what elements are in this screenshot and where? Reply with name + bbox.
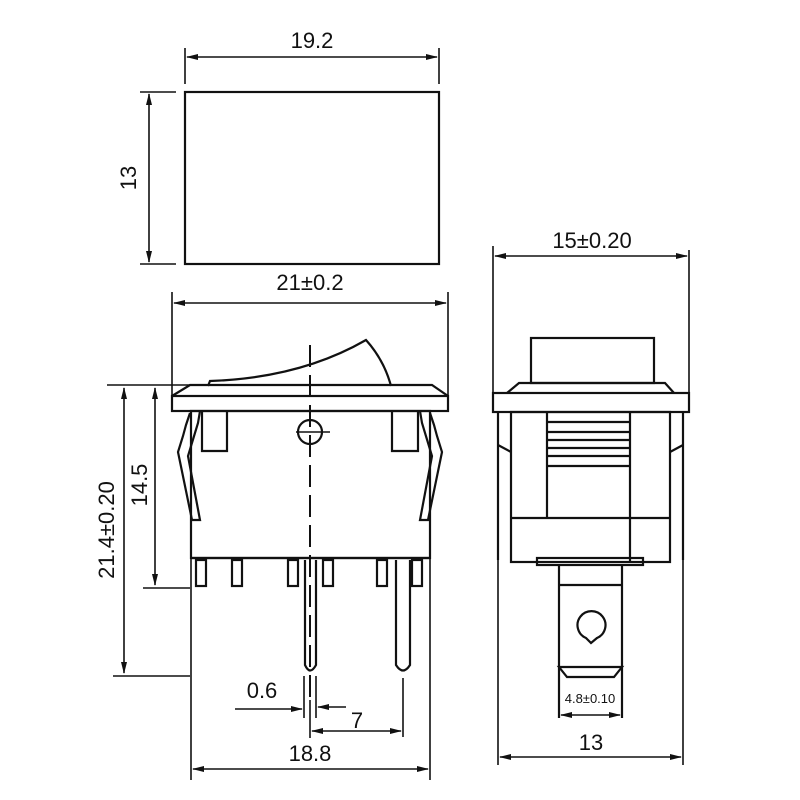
cutout-height-label: 13: [116, 166, 141, 190]
side-view: 15±0.20 4.8±0.10 13: [491, 228, 691, 765]
front-view: 21±0.2: [94, 270, 450, 780]
side-terminal: [557, 565, 624, 718]
long-pin-left: [303, 560, 318, 672]
side-bezel: [491, 391, 691, 414]
long-pin-right: [394, 560, 412, 672]
side-body: [509, 410, 672, 564]
terminal-hole-icon: [576, 610, 607, 645]
body-height-label: 14.5: [127, 464, 152, 507]
base-width-label: 18.8: [289, 741, 332, 766]
side-base-width-label: 13: [579, 730, 603, 755]
rocker-actuator: [206, 338, 393, 387]
overall-height-label: 21.4±0.20: [94, 481, 119, 579]
terminal-stubs: [194, 558, 424, 588]
side-actuator: [529, 336, 656, 385]
right-snap-clip: [418, 410, 444, 522]
terminal-width-label: 4.8±0.10: [565, 691, 616, 706]
cutout-rectangle: [183, 90, 441, 266]
bezel-width-label: 21±0.2: [276, 270, 343, 295]
pin-thickness-label: 0.6: [247, 678, 278, 703]
side-ribs: [547, 420, 630, 468]
cutout-width-label: 19.2: [291, 28, 334, 53]
pin-spacing-label: 7: [351, 708, 363, 733]
panel-cutout: 19.2 13: [116, 28, 441, 266]
left-snap-clip: [176, 410, 202, 522]
side-bezel-width-label: 15±0.20: [552, 228, 631, 253]
